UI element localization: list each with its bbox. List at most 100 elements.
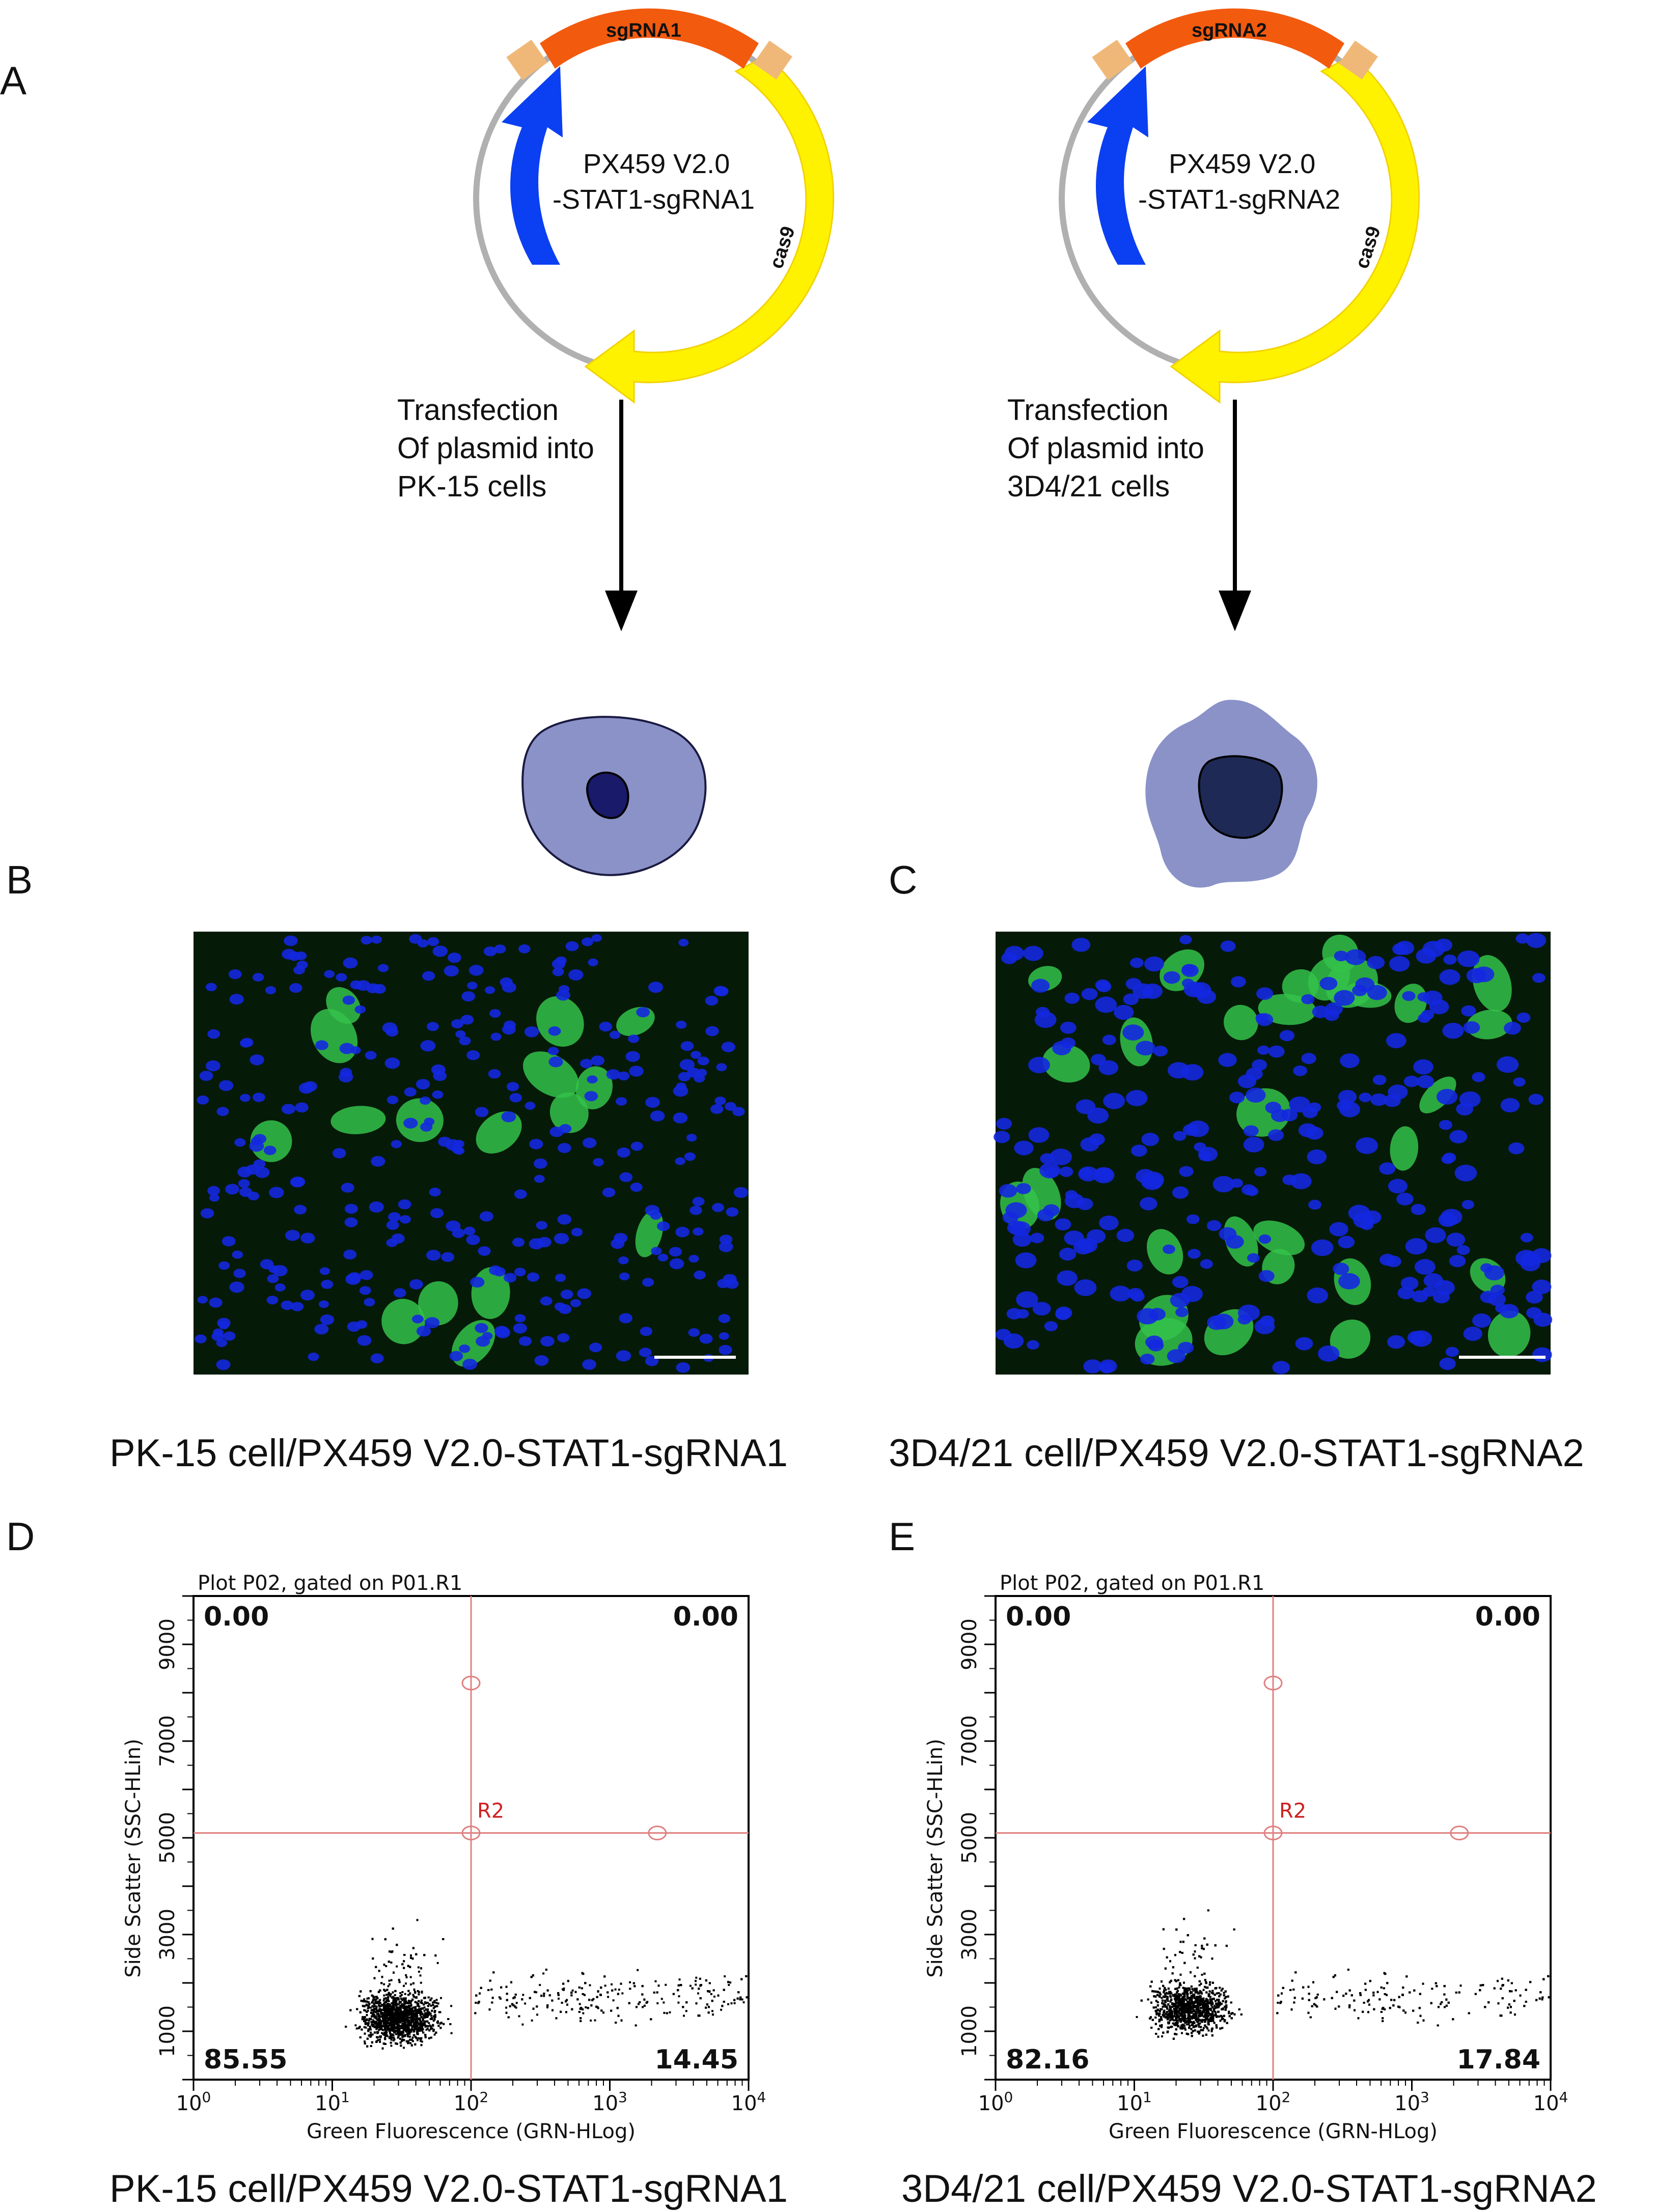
- nucleus: [482, 1332, 493, 1340]
- nucleus: [642, 1278, 654, 1287]
- nucleus: [1256, 1013, 1274, 1026]
- nucleus: [216, 1107, 229, 1116]
- nucleus: [540, 1296, 553, 1306]
- nucleus: [616, 1097, 627, 1106]
- nucleus: [1219, 1227, 1237, 1241]
- event-point: [370, 2031, 372, 2034]
- nucleus: [1432, 1291, 1450, 1304]
- gfp-cell: [549, 1092, 589, 1133]
- event-point: [398, 1979, 400, 1981]
- event-point: [479, 1992, 481, 1995]
- event-point: [394, 1990, 397, 1992]
- event-point: [374, 1996, 377, 1998]
- nucleus: [409, 1279, 423, 1290]
- event-point: [534, 1991, 536, 1993]
- gate-label: R2: [477, 1800, 504, 1823]
- nucleus: [1103, 1093, 1125, 1109]
- nucleus: [657, 1221, 670, 1231]
- nucleus: [606, 1069, 620, 1080]
- nucleus: [1059, 1166, 1073, 1177]
- nucleus: [319, 1267, 330, 1275]
- nucleus: [284, 935, 298, 946]
- nucleus: [357, 1335, 372, 1346]
- nucleus: [320, 1314, 335, 1325]
- nucleus: [387, 1096, 399, 1104]
- nucleus: [1400, 1276, 1419, 1291]
- nucleus: [1099, 1215, 1119, 1230]
- scatter-events: [345, 1919, 748, 2050]
- nucleus: [1533, 1312, 1553, 1327]
- event-point: [390, 1993, 392, 1996]
- nucleus: [1125, 978, 1142, 990]
- panel-letter-d: D: [6, 1514, 35, 1559]
- event-point: [387, 1999, 389, 2002]
- event-point: [422, 2031, 425, 2034]
- nucleus: [534, 1355, 549, 1366]
- event-point: [384, 2020, 387, 2023]
- event-point: [417, 2026, 420, 2029]
- event-point: [543, 1993, 545, 1995]
- nucleus: [463, 1226, 476, 1236]
- nucleus: [669, 1258, 684, 1270]
- event-point: [542, 1972, 545, 1975]
- event-point: [411, 2026, 413, 2029]
- nucleus: [1242, 1184, 1256, 1195]
- nucleus: [1028, 1127, 1050, 1143]
- event-point: [663, 2001, 665, 2004]
- event-point: [355, 2027, 358, 2030]
- nucleus: [398, 1199, 411, 1210]
- nucleus: [1472, 1313, 1492, 1328]
- event-point: [678, 1978, 681, 1981]
- nucleus: [721, 1042, 735, 1052]
- nucleus: [432, 945, 448, 957]
- nucleus: [218, 1080, 234, 1091]
- nucleus: [470, 1276, 485, 1288]
- micrograph-caption-c: 3D4/21 cell/PX459 V2.0-STAT1-sgRNA2: [889, 1432, 1584, 1475]
- nucleus: [216, 1359, 231, 1370]
- event-point: [425, 2020, 427, 2023]
- nucleus: [630, 1141, 643, 1151]
- nucleus: [347, 1321, 361, 1332]
- nucleus: [1293, 1065, 1308, 1076]
- nucleus: [1459, 1091, 1481, 1108]
- transfection-step-2: Transfection Of plasmid into 3D4/21 cell…: [1007, 394, 1251, 631]
- nucleus: [640, 1327, 653, 1336]
- event-point: [381, 2016, 384, 2019]
- nucleus: [420, 1122, 433, 1132]
- event-point: [417, 2004, 419, 2007]
- event-point: [437, 2002, 439, 2005]
- nucleus: [1526, 1291, 1543, 1304]
- nucleus: [494, 1326, 509, 1337]
- nucleus: [416, 1079, 430, 1089]
- nucleus: [1532, 973, 1546, 983]
- event-point: [531, 2019, 533, 2022]
- nucleus: [710, 1104, 724, 1114]
- nucleus: [657, 1253, 669, 1262]
- nucleus: [484, 986, 495, 994]
- event-point: [401, 1999, 404, 2001]
- nucleus: [1329, 1222, 1348, 1237]
- nucleus: [1307, 1149, 1327, 1164]
- event-point: [375, 1996, 378, 1998]
- nucleus: [650, 1110, 665, 1122]
- nucleus: [361, 936, 372, 945]
- nucleus: [1526, 933, 1547, 948]
- nucleus: [1442, 1022, 1464, 1039]
- nucleus: [1411, 1203, 1426, 1215]
- nucleus: [420, 1096, 431, 1105]
- event-point: [632, 1982, 635, 1984]
- event-point: [379, 1999, 381, 2001]
- nucleus: [609, 1030, 621, 1039]
- nucleus: [1231, 976, 1246, 988]
- event-point: [372, 1995, 374, 1998]
- nucleus: [344, 1217, 358, 1227]
- nucleus: [697, 1056, 709, 1066]
- nucleus: [1099, 1359, 1117, 1373]
- cell-nucleus: [1198, 755, 1283, 839]
- nucleus: [1513, 1077, 1526, 1087]
- nucleus: [1449, 1130, 1468, 1143]
- event-point: [677, 2001, 680, 2004]
- nucleus: [552, 967, 564, 976]
- event-point: [733, 1999, 736, 2001]
- flank-box-left: [506, 39, 548, 80]
